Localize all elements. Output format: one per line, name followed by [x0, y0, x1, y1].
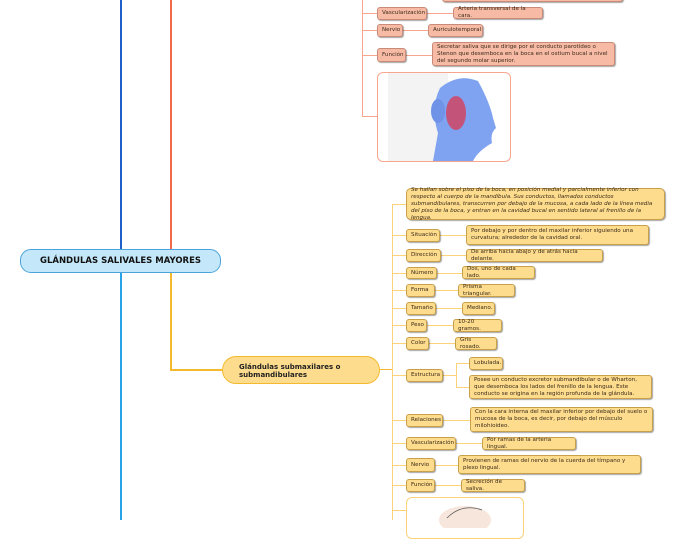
- submaxilar-description[interactable]: Se hallan sobre el piso de la boca, en p…: [406, 187, 665, 221]
- sub-label-peso[interactable]: Peso: [406, 319, 427, 332]
- sub-value-peso[interactable]: 10-20 gramos.: [453, 319, 502, 332]
- sub-value-estructura-conducto[interactable]: Posee un conducto excretor submandibular…: [469, 375, 652, 399]
- submaxilar-title: Glándulas submaxilares o submandibulares: [239, 363, 341, 379]
- parotid-value-funcion[interactable]: Secretar saliva que se dirige por el con…: [432, 42, 615, 66]
- submaxilar-branch: [456, 443, 482, 444]
- parotid-branch: [362, 30, 377, 31]
- sub-value-forma[interactable]: Prisma triangular.: [458, 284, 515, 297]
- submaxilar-branch: [392, 375, 406, 376]
- submaxilar-branch: [437, 273, 462, 274]
- submaxilar-branch: [435, 290, 458, 291]
- sub-label-vascularizacion[interactable]: Vascularización: [406, 437, 456, 450]
- sub-value-numero[interactable]: Dos, uno de cada lado.: [462, 266, 535, 279]
- submaxilar-branch: [392, 343, 406, 344]
- sub-value-situacion[interactable]: Por debajo y por dentro del maxilar infe…: [466, 225, 649, 245]
- submaxilar-branch: [441, 255, 466, 256]
- submaxilar-branch: [456, 387, 469, 388]
- submaxilar-branch: [443, 375, 456, 376]
- parotid-label-nervio[interactable]: Nervio: [377, 24, 403, 37]
- submaxilar-branch: [443, 420, 470, 421]
- sub-label-forma[interactable]: Forma: [406, 284, 435, 297]
- parotid-label-vascularizacion[interactable]: Vascularización: [377, 7, 427, 20]
- estructura-split: [456, 363, 457, 387]
- submaxilar-branch: [435, 465, 458, 466]
- sub-label-direccion[interactable]: Dirección: [406, 249, 441, 262]
- sub-value-nervio[interactable]: Provienen de ramas del nervio de la cuer…: [458, 455, 641, 474]
- connector-blue-top: [120, 0, 122, 249]
- submaxilar-branch: [392, 290, 406, 291]
- sub-label-estructura[interactable]: Estructura: [406, 369, 443, 382]
- sub-value-relaciones[interactable]: Con la cara interna del maxilar inferior…: [470, 407, 653, 432]
- sub-label-tamano[interactable]: Tamaño: [406, 302, 436, 315]
- submaxilar-branch: [392, 308, 406, 309]
- parotid-branch: [427, 13, 453, 14]
- parotid-value-vascularizacion[interactable]: Arteria transversal de la cara.: [453, 6, 543, 19]
- parotid-branch: [406, 55, 432, 56]
- parotid-branch: [362, 116, 377, 117]
- parotid-label-funcion[interactable]: Función: [377, 48, 406, 62]
- parotid-face-image[interactable]: [377, 72, 511, 162]
- sub-value-color[interactable]: Gris rosado.: [455, 337, 497, 350]
- sub-label-numero[interactable]: Número: [406, 267, 437, 279]
- parotid-branch: [403, 30, 428, 31]
- submaxilar-branch: [456, 363, 469, 364]
- connector-red: [170, 0, 172, 249]
- sub-value-estructura-lobulada[interactable]: Lobulada.: [469, 357, 503, 370]
- submaxilar-node[interactable]: Glándulas submaxilares o submandibulares: [222, 356, 380, 384]
- sub-value-tamano[interactable]: Mediano.: [462, 302, 495, 315]
- parotid-branch: [362, 55, 377, 56]
- submaxilar-branch: [440, 235, 466, 236]
- submaxilar-branch: [392, 510, 406, 511]
- submaxilar-branch: [429, 343, 455, 344]
- connector-yellow-h2: [380, 369, 392, 370]
- submaxilar-branch: [436, 308, 462, 309]
- connector-yellow-h: [170, 369, 222, 371]
- sub-label-color[interactable]: Color: [406, 337, 429, 350]
- parotid-value-nervio[interactable]: Auriculotemporal: [428, 24, 483, 37]
- connector-yellow: [170, 271, 172, 371]
- submaxilar-branch: [392, 235, 406, 236]
- sub-label-relaciones[interactable]: Relaciones: [406, 414, 443, 427]
- submaxilar-branch: [392, 443, 406, 444]
- submaxilar-branch: [392, 273, 406, 274]
- parotid-spine: [362, 0, 363, 116]
- submaxilar-branch: [435, 485, 461, 486]
- submaxilar-branch: [392, 420, 406, 421]
- submaxilar-branch: [392, 465, 406, 466]
- submaxilar-spine: [392, 204, 393, 520]
- root-title: GLÁNDULAS SALIVALES MAYORES: [39, 256, 202, 266]
- root-node[interactable]: GLÁNDULAS SALIVALES MAYORES: [20, 249, 221, 273]
- sub-value-direccion[interactable]: De arriba hacia abajo y de atrás hacia d…: [466, 249, 603, 262]
- submaxilar-branch: [392, 485, 406, 486]
- sub-value-vascularizacion[interactable]: Por ramas de la arteria lingual.: [482, 437, 576, 450]
- submaxilar-branch: [392, 325, 406, 326]
- sub-label-funcion[interactable]: Función: [406, 479, 435, 492]
- sub-label-nervio[interactable]: Nervio: [406, 458, 435, 472]
- submaxilar-illustration-image[interactable]: [406, 497, 524, 539]
- submaxilar-branch: [427, 325, 453, 326]
- submaxilar-branch: [392, 204, 406, 205]
- sub-value-funcion[interactable]: Secreción de saliva.: [461, 479, 525, 492]
- submaxilar-branch: [392, 255, 406, 256]
- sub-label-situacion[interactable]: Situación: [406, 229, 440, 242]
- parotid-branch: [362, 13, 377, 14]
- connector-blue-bottom: [120, 271, 122, 520]
- parotid-partial-node[interactable]: [442, 0, 623, 2]
